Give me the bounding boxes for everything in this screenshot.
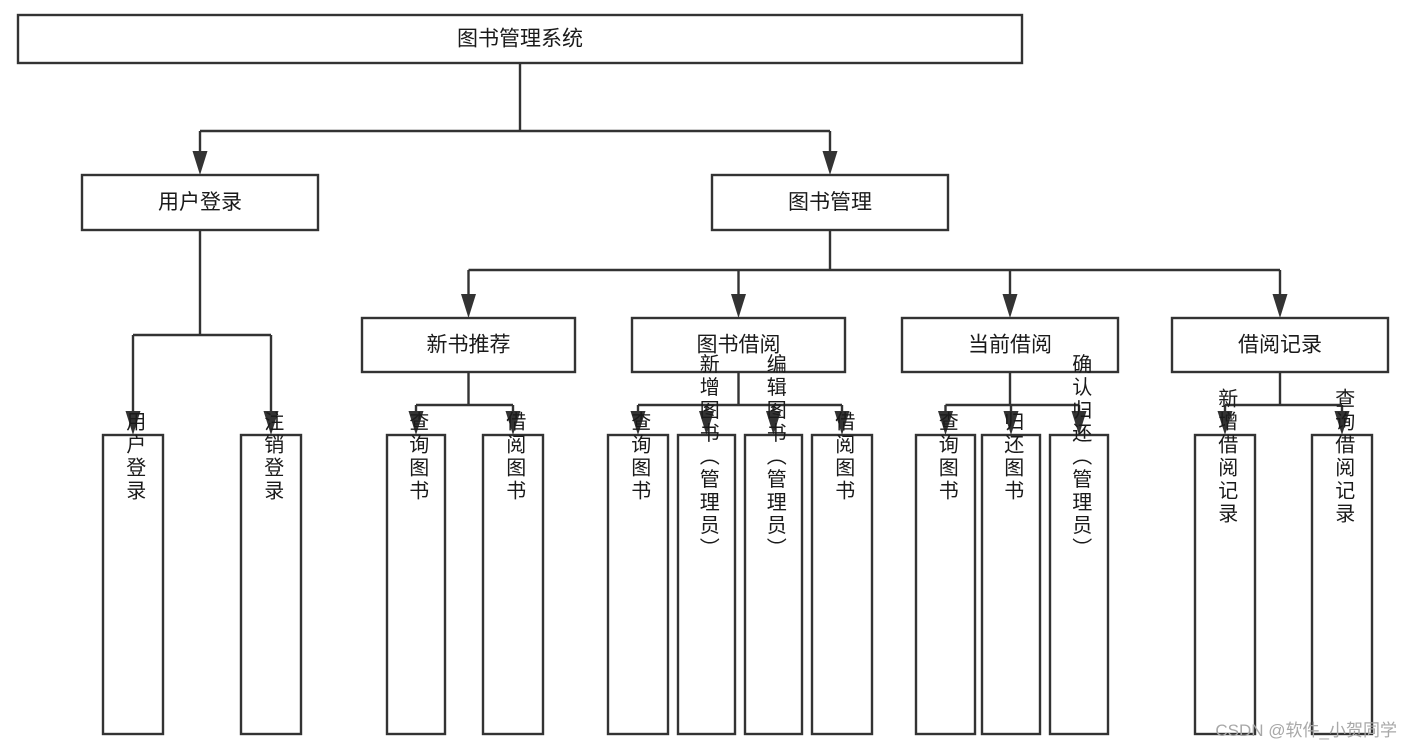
arrow-head-icon — [408, 411, 424, 435]
node-user-login[interactable]: 用户登录 — [80, 173, 320, 232]
node-label-new-book-rec: 新书推荐 — [427, 334, 511, 357]
node-box-leaf-query-book-1 — [385, 433, 447, 736]
node-book-manage[interactable]: 图书管理 — [710, 173, 950, 232]
node-label-leaf-borrow-book-1: 借阅图书 — [503, 411, 526, 503]
node-book-borrow[interactable]: 图书借阅 — [630, 316, 847, 374]
arrow-head-icon — [1334, 411, 1350, 435]
node-box-leaf-add-record — [1193, 433, 1257, 736]
arrow-head-icon — [263, 411, 279, 435]
node-label-current-borrow: 当前借阅 — [968, 334, 1052, 357]
arrow-head-icon — [1003, 411, 1019, 435]
node-box-leaf-add-book — [676, 433, 737, 736]
node-leaf-logout[interactable]: 注销登录 — [239, 411, 303, 736]
node-leaf-borrow-book-2[interactable]: 借阅图书 — [810, 411, 874, 736]
node-box-user-login — [80, 173, 320, 232]
node-box-book-manage — [710, 173, 950, 232]
node-label-book-borrow: 图书借阅 — [697, 334, 781, 357]
arrow-head-icon — [192, 151, 208, 175]
node-box-borrow-record — [1170, 316, 1390, 374]
arrow-head-icon — [1071, 411, 1087, 435]
node-box-leaf-query-book-2 — [606, 433, 670, 736]
arrow-head-icon — [834, 411, 850, 435]
nodes-layer: 图书管理系统用户登录图书管理新书推荐图书借阅当前借阅借阅记录用户登录注销登录查询… — [16, 13, 1390, 736]
arrow-head-icon — [766, 411, 781, 435]
node-label-leaf-query-book-1: 查询图书 — [406, 411, 429, 503]
node-box-root — [16, 13, 1024, 65]
node-borrow-record[interactable]: 借阅记录 — [1170, 316, 1390, 374]
node-label-leaf-add-record: 新增借阅记录 — [1215, 388, 1238, 526]
node-box-current-borrow — [900, 316, 1120, 374]
node-label-leaf-return-book: 归还图书 — [1001, 411, 1024, 503]
node-label-root: 图书管理系统 — [457, 28, 583, 51]
node-leaf-add-record[interactable]: 新增借阅记录 — [1193, 388, 1257, 736]
node-leaf-edit-book[interactable]: 编辑图书（管理员） — [743, 353, 804, 736]
arrow-head-icon — [630, 411, 646, 435]
arrow-head-icon — [731, 294, 746, 318]
node-box-leaf-user-login — [101, 433, 165, 736]
node-box-leaf-query-book-3 — [914, 433, 977, 736]
node-label-leaf-user-login: 用户登录 — [123, 411, 146, 503]
node-label-leaf-query-book-3: 查询图书 — [935, 411, 958, 503]
node-root[interactable]: 图书管理系统 — [16, 13, 1024, 65]
node-leaf-user-login[interactable]: 用户登录 — [101, 411, 165, 736]
node-box-book-borrow — [630, 316, 847, 374]
node-leaf-query-book-3[interactable]: 查询图书 — [914, 411, 977, 736]
node-box-new-book-rec — [360, 316, 577, 374]
arrow-head-icon — [1272, 294, 1288, 318]
node-leaf-return-book[interactable]: 归还图书 — [980, 411, 1042, 736]
arrow-head-icon — [699, 411, 714, 435]
node-leaf-borrow-book-1[interactable]: 借阅图书 — [481, 411, 545, 736]
arrow-head-icon — [1002, 294, 1018, 318]
node-label-leaf-logout: 注销登录 — [261, 411, 284, 503]
node-box-leaf-borrow-book-2 — [810, 433, 874, 736]
arrow-head-icon — [505, 411, 521, 435]
arrow-head-icon — [938, 411, 953, 435]
node-box-leaf-confirm-return — [1048, 433, 1110, 736]
node-label-borrow-record: 借阅记录 — [1238, 334, 1322, 357]
node-leaf-query-book-1[interactable]: 查询图书 — [385, 411, 447, 736]
node-new-book-rec[interactable]: 新书推荐 — [360, 316, 577, 374]
node-label-leaf-query-book-2: 查询图书 — [628, 411, 651, 503]
node-leaf-query-record[interactable]: 查询借阅记录 — [1310, 388, 1374, 736]
node-label-leaf-add-book: 新增图书（管理员） — [696, 353, 719, 560]
node-label-leaf-borrow-book-2: 借阅图书 — [832, 411, 855, 503]
node-leaf-add-book[interactable]: 新增图书（管理员） — [676, 353, 737, 736]
node-box-leaf-query-record — [1310, 433, 1374, 736]
arrow-head-icon — [125, 411, 141, 435]
arrow-head-icon — [461, 294, 476, 318]
connectors-layer — [125, 63, 1350, 435]
watermark-text: CSDN @软件_小贺同学 — [1215, 721, 1397, 740]
node-label-book-manage: 图书管理 — [788, 191, 872, 214]
arrow-head-icon — [1217, 411, 1233, 435]
node-label-leaf-query-record: 查询借阅记录 — [1332, 388, 1355, 526]
node-current-borrow[interactable]: 当前借阅 — [900, 316, 1120, 374]
node-leaf-query-book-2[interactable]: 查询图书 — [606, 411, 670, 736]
arrow-head-icon — [822, 151, 838, 175]
node-box-leaf-borrow-book-1 — [481, 433, 545, 736]
node-label-user-login: 用户登录 — [158, 191, 242, 214]
node-leaf-confirm-return[interactable]: 确认归还（管理员） — [1048, 353, 1110, 736]
node-box-leaf-edit-book — [743, 433, 804, 736]
node-box-leaf-return-book — [980, 433, 1042, 736]
node-label-leaf-edit-book: 编辑图书（管理员） — [763, 353, 786, 560]
node-box-leaf-logout — [239, 433, 303, 736]
node-label-leaf-confirm-return: 确认归还（管理员） — [1069, 353, 1092, 560]
